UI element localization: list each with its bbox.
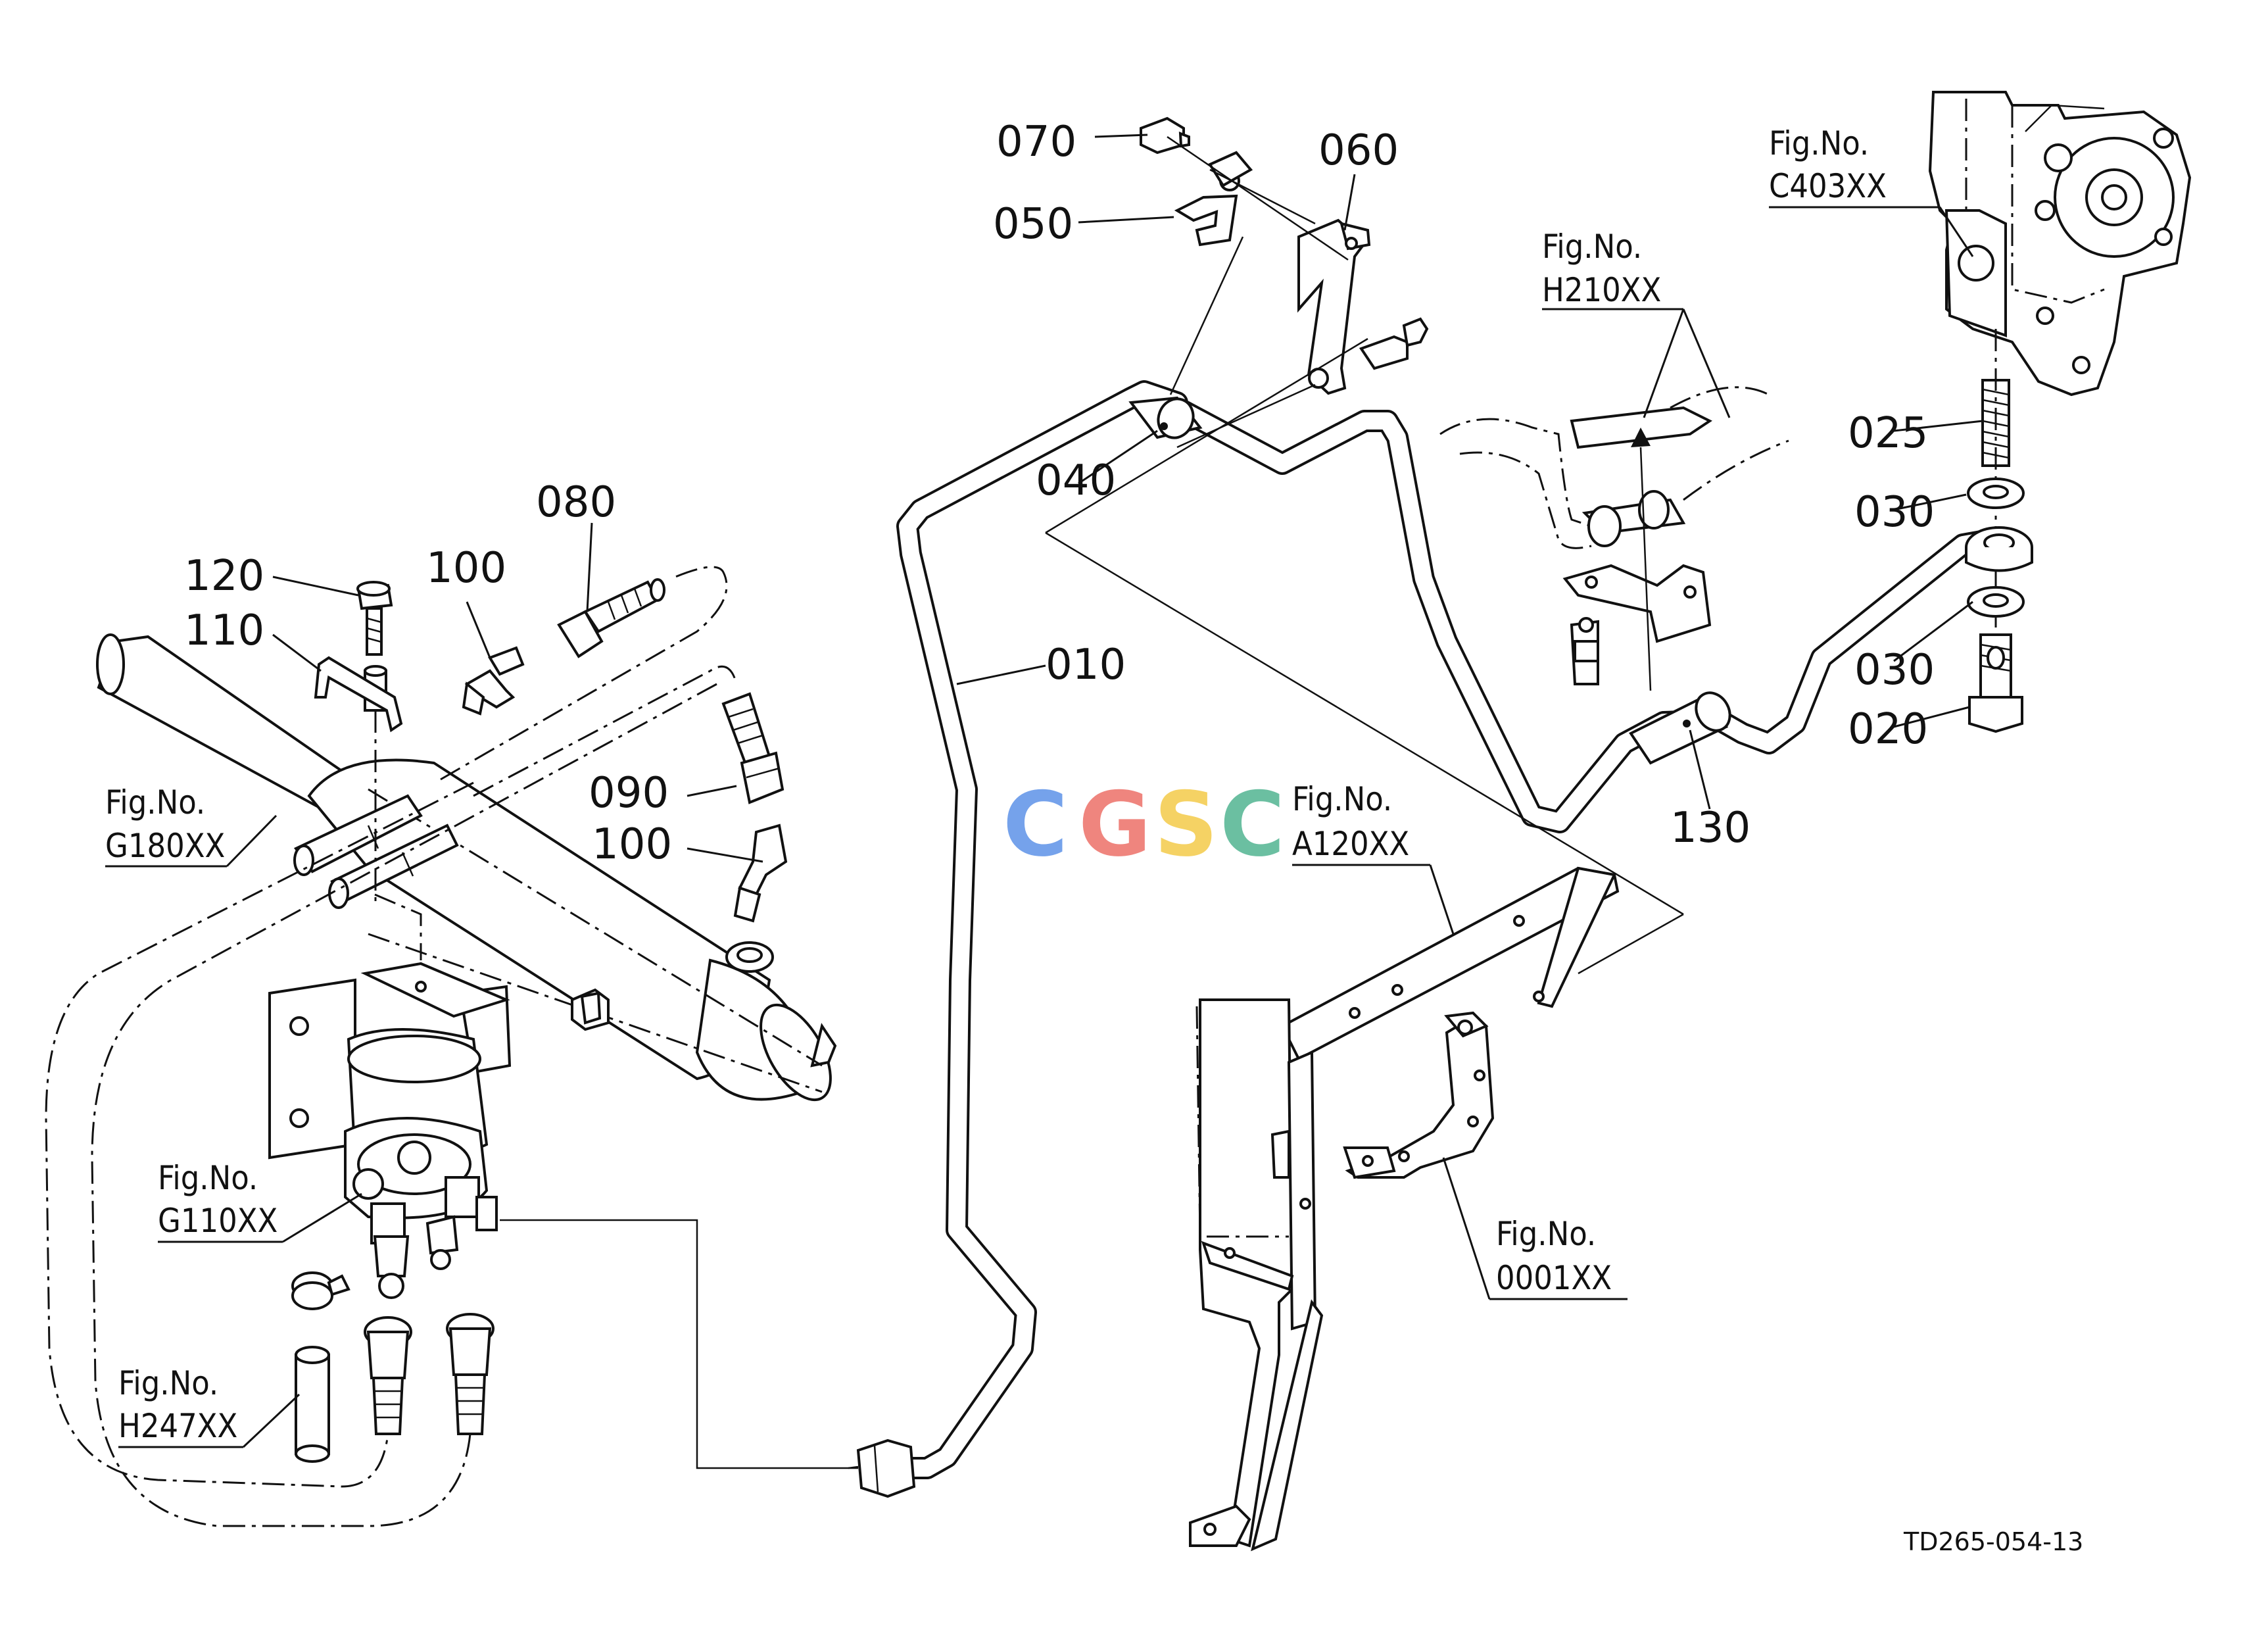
projection-line-a [1045,531,1684,916]
callout-070: 070 [996,118,1076,166]
valve-body-c403 [1928,91,2192,397]
washer-030-bottom[interactable] [1967,586,2025,618]
callout-080: 080 [536,478,616,527]
callout-030-bottom: 030 [1854,646,1935,695]
fig-ref-h210: H210XX [1542,271,1661,309]
fig-ref-a120: A120XX [1292,825,1409,863]
callout-010: 010 [1046,641,1126,689]
washer-030-top[interactable] [1967,478,2025,509]
watermark-letter-2: G [1078,773,1151,876]
callout-020: 020 [1848,705,1928,754]
fig-label-g110: Fig.No. [158,1159,258,1197]
callout-060: 060 [1318,126,1399,175]
bracket-060[interactable] [1297,218,1371,395]
elbow-100-upper[interactable] [462,646,525,716]
fig-ref-0001: 0001XX [1496,1259,1612,1297]
leader-lines [105,134,1983,1448]
hose-guard-pair [293,794,459,909]
drawing-number: TD265-054-13 [1903,1527,2083,1556]
bolt-060-side[interactable] [1359,317,1429,370]
eye-fitting[interactable] [1965,526,2033,572]
pipe-130[interactable] [1172,400,2004,833]
u-bracket-110[interactable] [314,656,403,733]
watermark-letter-4: C [1220,773,1285,876]
fig-ref-h247: H247XX [118,1407,237,1445]
support-bracket-a120 [1280,866,1620,1061]
pipe-010[interactable] [880,380,1188,1479]
fig-label-h247: Fig.No. [118,1364,218,1402]
fig-label-a120: Fig.No. [1292,780,1392,818]
fig-ref-g110: G110XX [158,1202,277,1240]
fig-ref-g180: G180XX [105,827,225,865]
watermark-letter-1: C [1003,773,1068,876]
plug-h247[interactable] [295,1346,330,1463]
watermark-letter-3: S [1154,773,1218,876]
fig-ref-c403: C403XX [1769,167,1887,205]
hose-loop-inner [91,683,717,1527]
fitting-080[interactable] [557,578,665,658]
callout-100-upper: 100 [426,544,506,593]
projection-line-c [1045,337,1368,534]
bolt-120[interactable] [356,581,393,656]
callout-130: 130 [1670,804,1750,852]
pipe-joint-line [500,1219,858,1469]
frame-h210 [1439,386,1789,691]
hose-fitting-right[interactable] [446,1313,495,1435]
fig-label-c403: Fig.No. [1769,124,1869,162]
hose-fitting-left[interactable] [364,1316,412,1435]
callout-110: 110 [184,606,264,655]
support-stand [1189,998,1324,1552]
watermark-logo: C G S C [1003,773,1285,876]
grommet-130[interactable] [1629,687,1737,765]
projection-line-b [1578,913,1684,975]
fitting-090[interactable] [721,692,784,804]
callout-025: 025 [1848,409,1928,458]
hose-upper-b [473,665,738,797]
eye-bolt-020[interactable] [1968,633,2023,733]
bolt-070[interactable] [1140,116,1190,155]
callout-030-top: 030 [1854,488,1935,537]
steering-unit-g110 [268,962,512,1299]
hose-loop-outer [45,781,474,1488]
bracket-0001 [1343,1011,1495,1179]
callout-050: 050 [993,200,1073,249]
center-line-steer [374,893,422,960]
callout-120: 120 [184,552,264,601]
grommet-040[interactable] [1128,394,1203,443]
bracket-clip [571,988,610,1031]
elbow-100-lower[interactable] [733,823,788,923]
callout-040: 040 [1036,456,1116,505]
callout-090: 090 [589,769,669,818]
fig-label-g180: Fig.No. [105,783,205,822]
callout-100-lower: 100 [592,820,672,869]
hose-clamp[interactable] [291,1271,350,1310]
fig-label-h210: Fig.No. [1542,228,1642,266]
fig-label-0001: Fig.No. [1496,1215,1596,1253]
hose-upper-a [440,566,728,781]
clamp-050[interactable] [1174,151,1253,247]
